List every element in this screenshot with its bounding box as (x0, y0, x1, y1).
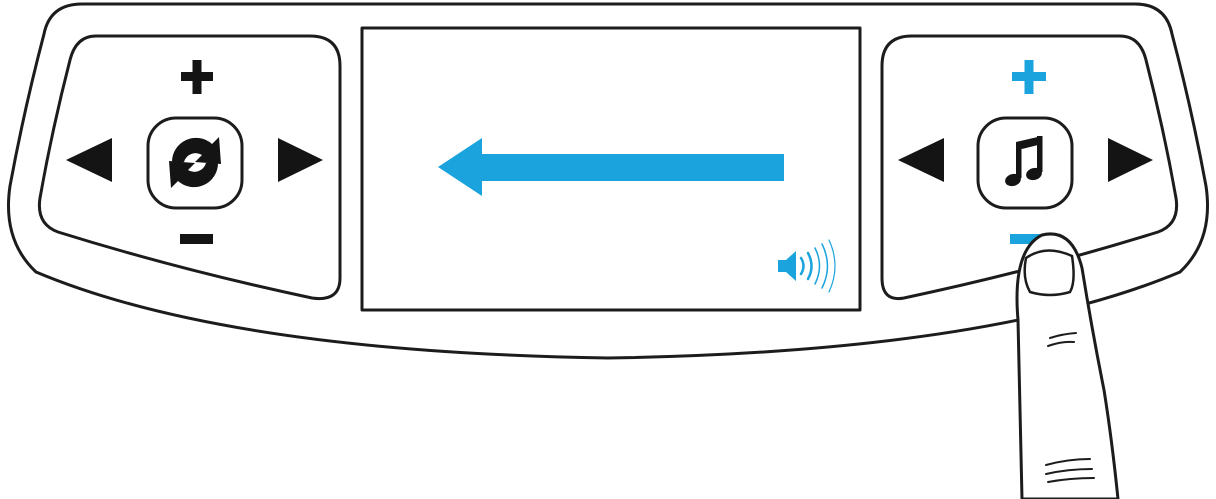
arrow-left-icon (438, 138, 784, 196)
left-next-button[interactable] (278, 138, 323, 182)
right-plus-button-vertical (1025, 60, 1034, 94)
left-plus-button-vertical (193, 60, 202, 94)
finger-outline (1017, 234, 1118, 499)
music-note-icon (1004, 136, 1044, 188)
right-center-button[interactable] (978, 118, 1072, 208)
right-next-button[interactable] (1108, 138, 1153, 182)
finger-pointer (1017, 234, 1118, 499)
speaker-volume-icon (778, 240, 835, 292)
display-screen (362, 28, 860, 310)
left-control-pad (39, 36, 340, 299)
right-previous-button[interactable] (898, 138, 944, 182)
left-previous-button[interactable] (66, 138, 112, 182)
left-minus-button[interactable] (180, 234, 213, 244)
refresh-icon (169, 137, 221, 188)
